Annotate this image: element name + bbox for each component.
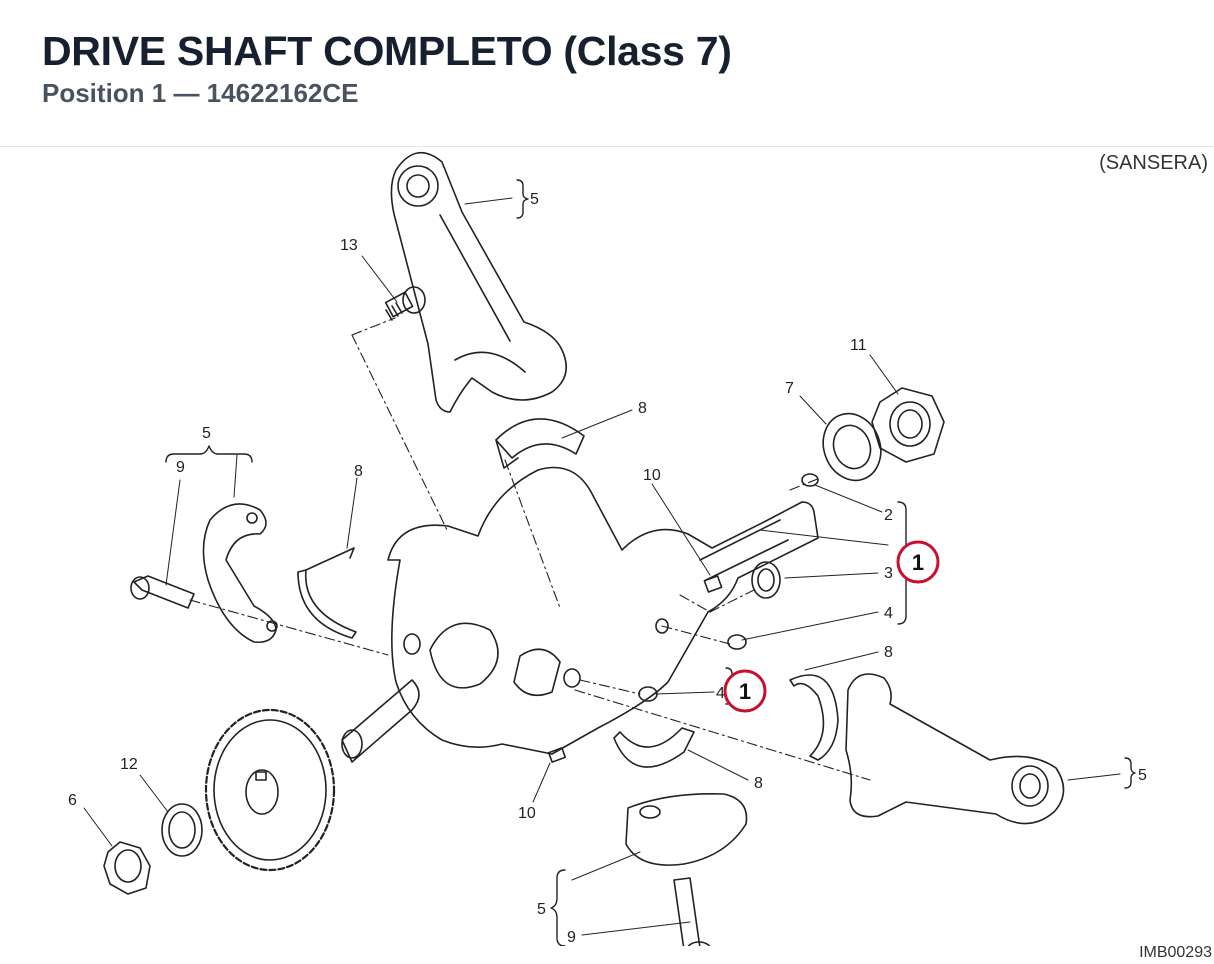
bearing-shell-lower-center: [613, 727, 695, 768]
label-part: 5: [202, 425, 211, 442]
cap-left: [202, 503, 278, 644]
bolt-9-left: [130, 575, 195, 609]
exploded-parts-diagram: 5 13 11 7 8 5 9 8 10 2 3 4 4 8 12 6 10 8…: [68, 152, 1147, 946]
label-part: 10: [643, 467, 661, 484]
bearing-shell-left: [297, 547, 357, 639]
page-title: DRIVE SHAFT COMPLETO (Class 7): [42, 28, 732, 74]
label-part: 8: [884, 644, 893, 661]
bolt-9-bottom: [673, 877, 711, 946]
label-part: 8: [754, 775, 763, 792]
label-part: 8: [354, 463, 363, 480]
label-part: 12: [120, 756, 138, 773]
label-part: 5: [530, 191, 539, 208]
label-part: 7: [785, 380, 794, 397]
header: DRIVE SHAFT COMPLETO (Class 7) Position …: [0, 0, 1214, 147]
braces: [165, 179, 1136, 946]
label-part: 9: [176, 459, 185, 476]
connecting-rod-top: [390, 152, 568, 413]
label-part: 4: [884, 605, 893, 622]
callout-number: 1: [739, 679, 751, 704]
label-part: 5: [537, 901, 546, 918]
bearing-shell-lower-right: [789, 674, 839, 761]
label-part: 6: [68, 792, 77, 809]
page-subtitle: Position 1 — 14622162CE: [42, 78, 359, 108]
label-part: 9: [567, 929, 576, 946]
label-part: 5: [1138, 767, 1147, 784]
label-part: 13: [340, 237, 358, 254]
callout-number: 1: [912, 550, 924, 575]
label-part: 4: [716, 685, 725, 702]
label-part: 8: [638, 400, 647, 417]
washer-12: [161, 803, 203, 857]
leader-lines: [83, 197, 1121, 936]
crankshaft: [341, 466, 819, 763]
nut-6: [103, 841, 151, 895]
label-part: 3: [884, 565, 893, 582]
nut-11: [871, 387, 945, 463]
maker-note: (SANSERA): [1099, 152, 1208, 174]
gear: [204, 708, 336, 872]
bolt-13: [384, 286, 426, 321]
cap-bottom: [625, 792, 748, 866]
label-part: 10: [518, 805, 536, 822]
plugs: [547, 473, 819, 763]
label-part: 2: [884, 507, 893, 524]
bearing-shell-top: [495, 418, 585, 469]
image-code: IMB00293: [1139, 944, 1212, 961]
callout-circles: [723, 540, 940, 713]
washer-7: [822, 412, 882, 482]
connecting-rod-right: [845, 673, 1065, 825]
label-part: 11: [850, 337, 867, 354]
